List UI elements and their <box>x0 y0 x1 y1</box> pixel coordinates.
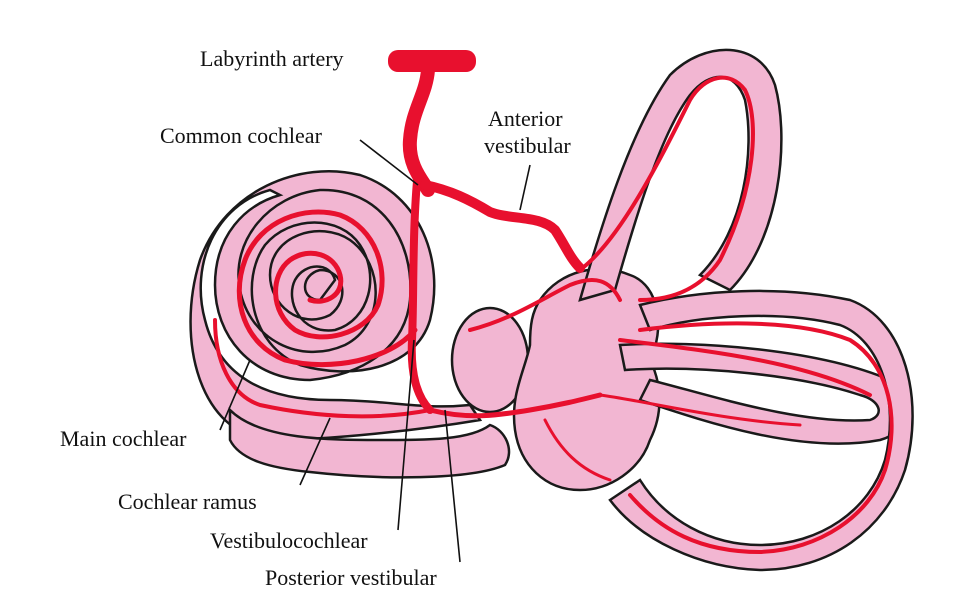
labels: Labyrinth artery Common cochlear Anterio… <box>60 46 571 590</box>
leader-anterior-vestibular <box>519 164 531 211</box>
label-anterior-vestibular-1: Anterior <box>488 106 563 131</box>
vestibular-branch-e <box>598 393 802 427</box>
cochlear-ramus-artery <box>213 318 432 419</box>
leader-main-cochlear <box>219 359 251 431</box>
leader-posterior-vestibular <box>444 409 461 563</box>
labyrinth-artery-trunk <box>388 50 476 72</box>
anterior-vestibular-artery <box>420 180 585 273</box>
leader-cochlear-ramus <box>299 417 331 486</box>
vestibular-branch-a <box>468 278 622 332</box>
cochlear-tail <box>228 406 511 479</box>
vestibular-branch-b <box>578 75 755 302</box>
vestibular-branch-d <box>628 321 894 554</box>
main-cochlear-artery <box>236 209 418 368</box>
label-main-cochlear: Main cochlear <box>60 426 187 451</box>
label-common-cochlear: Common cochlear <box>160 123 323 148</box>
leader-lines <box>219 139 531 563</box>
vestibule <box>512 267 661 492</box>
vestibular-branch-f <box>543 418 612 482</box>
label-vestibulocochlear: Vestibulocochlear <box>210 528 368 553</box>
label-labyrinth-artery: Labyrinth artery <box>200 46 344 71</box>
leader-vestibulocochlear <box>397 339 415 531</box>
arteries <box>213 50 894 554</box>
posterior-canal <box>608 289 914 572</box>
superior-canal <box>578 48 783 302</box>
label-cochlear-ramus: Cochlear ramus <box>118 489 257 514</box>
common-cochlear-descending <box>407 166 434 414</box>
lateral-canal <box>618 342 909 445</box>
label-anterior-vestibular-2: vestibular <box>484 133 571 158</box>
vestibular-branch-c <box>618 338 872 397</box>
label-posterior-vestibular: Posterior vestibular <box>265 565 437 590</box>
leader-common-cochlear <box>359 139 419 186</box>
posterior-vestibular-artery <box>427 392 603 419</box>
